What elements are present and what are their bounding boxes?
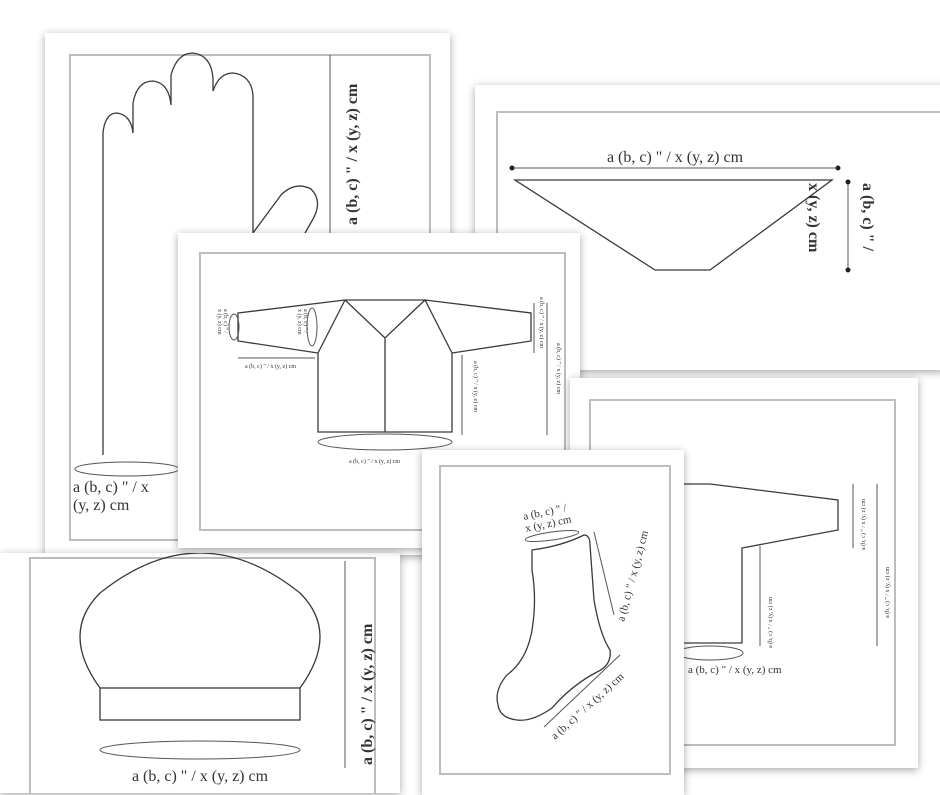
sweater-sleeve-width-label: a (b, c) " / x (y, z) cm (860, 499, 867, 550)
sleeve-width-label: a (b, c) " / x (y, z) cm (538, 297, 545, 348)
upper-arm-label-line1: a (b, c) " / (302, 309, 309, 333)
shawl-depth-label-line2: x (y, z) cm (805, 183, 822, 253)
sock-schematic: a (b, c) " / x (y, z) cm a (b, c) " / x … (439, 465, 671, 775)
cuff-circumference-ellipse (74, 461, 180, 477)
sock-foot-label: a (b, c) " / x (y, z) cm (549, 670, 627, 742)
hat-schematic: a (b, c) " / x (y, z) cm a (b, c) " / x … (29, 553, 376, 793)
frame (29, 557, 376, 793)
glove-circumference-label: a (b, c) " / x (y, z) cm (73, 479, 149, 514)
hat-brim-outline (99, 687, 301, 721)
sleeve-length-label: a (b, c) " / x (y, z) cm (245, 363, 296, 370)
sweater-body-length-label: a (b, c) " / x (y, z) cm (767, 597, 774, 648)
shawl-schematic: a (b, c) " / x (y, z) cm a (b, c) " / x … (496, 111, 940, 370)
hat-circumference-ellipse (99, 740, 301, 760)
cuff-label-line2: x (y, z) cm (216, 309, 223, 335)
shawl-outline (512, 179, 834, 271)
sock-schematic-card: a (b, c) " / x (y, z) cm a (b, c) " / x … (422, 450, 684, 795)
hem-label: a (b, c) " / x (y, z) cm (349, 458, 400, 465)
hat-circumference-label: a (b, c) " / x (y, z) cm (132, 768, 269, 785)
upper-arm-label-line2: x (y, z) cm (296, 309, 303, 335)
hat-crown-outline (79, 553, 321, 689)
sweater-hem-label: a (b, c) " / x (y, z) cm (688, 664, 782, 676)
glove-outline (102, 52, 319, 455)
cardigan-outline (237, 298, 532, 433)
sweater-total-length-label: a (b, c) " / x (y, z) cm (884, 567, 891, 618)
shawl-depth-label-line1: a (b, c) " / (859, 183, 876, 252)
body-length-label: a (b, c) " / x (y, z) cm (472, 361, 479, 412)
cuff-label-line1: a (b, c) " / (222, 309, 229, 333)
hat-height-label: a (b, c) " / x (y, z) cm (359, 623, 376, 765)
frame (439, 465, 671, 775)
glove-length-label: a (b, c) " / x (y, z) cm (344, 83, 361, 225)
cardigan-schematic: a (b, c) " / x (y, z) cm a (b, c) " / x … (199, 252, 566, 531)
frame (199, 252, 566, 531)
hat-schematic-card: a (b, c) " / x (y, z) cm a (b, c) " / x … (0, 553, 400, 793)
shawl-width-label: a (b, c) " / x (y, z) cm (607, 149, 744, 166)
sock-outline (496, 534, 611, 721)
sock-leg-label: a (b, c) " / x (y, z) cm (615, 529, 651, 623)
total-length-label: a (b, c) " / x (y, z) cm (555, 343, 562, 394)
